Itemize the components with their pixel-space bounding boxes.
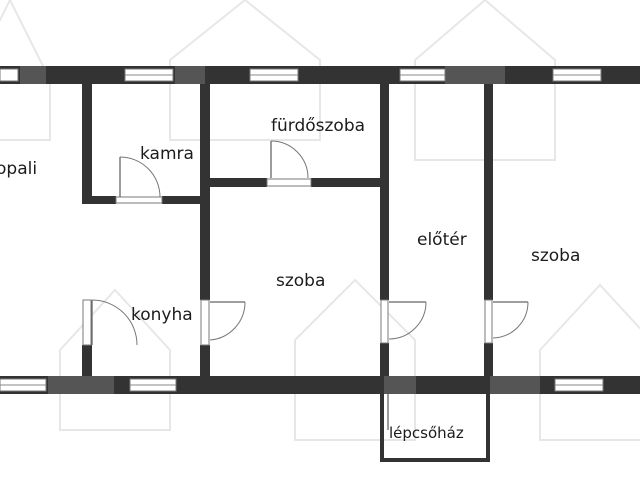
room-label-szoba-center: szoba [276, 271, 325, 291]
room-label-left-partial: opali [0, 159, 37, 179]
room-label-kamra: kamra [140, 144, 194, 164]
top-wall [0, 66, 640, 84]
door-swings [91, 140, 529, 430]
door-thresholds [82, 178, 493, 346]
room-label-szoba-right: szoba [531, 246, 580, 266]
room-labels: opali kamra fürdőszoba előtér szoba szob… [0, 116, 580, 442]
interior-walls [82, 84, 493, 462]
room-label-furdoszoba: fürdőszoba [271, 116, 365, 136]
room-label-eloter: előtér [417, 230, 467, 250]
bottom-wall [0, 376, 640, 394]
room-label-lepcsohaz: lépcsőház [389, 424, 464, 442]
room-label-konyha: konyha [131, 305, 193, 325]
